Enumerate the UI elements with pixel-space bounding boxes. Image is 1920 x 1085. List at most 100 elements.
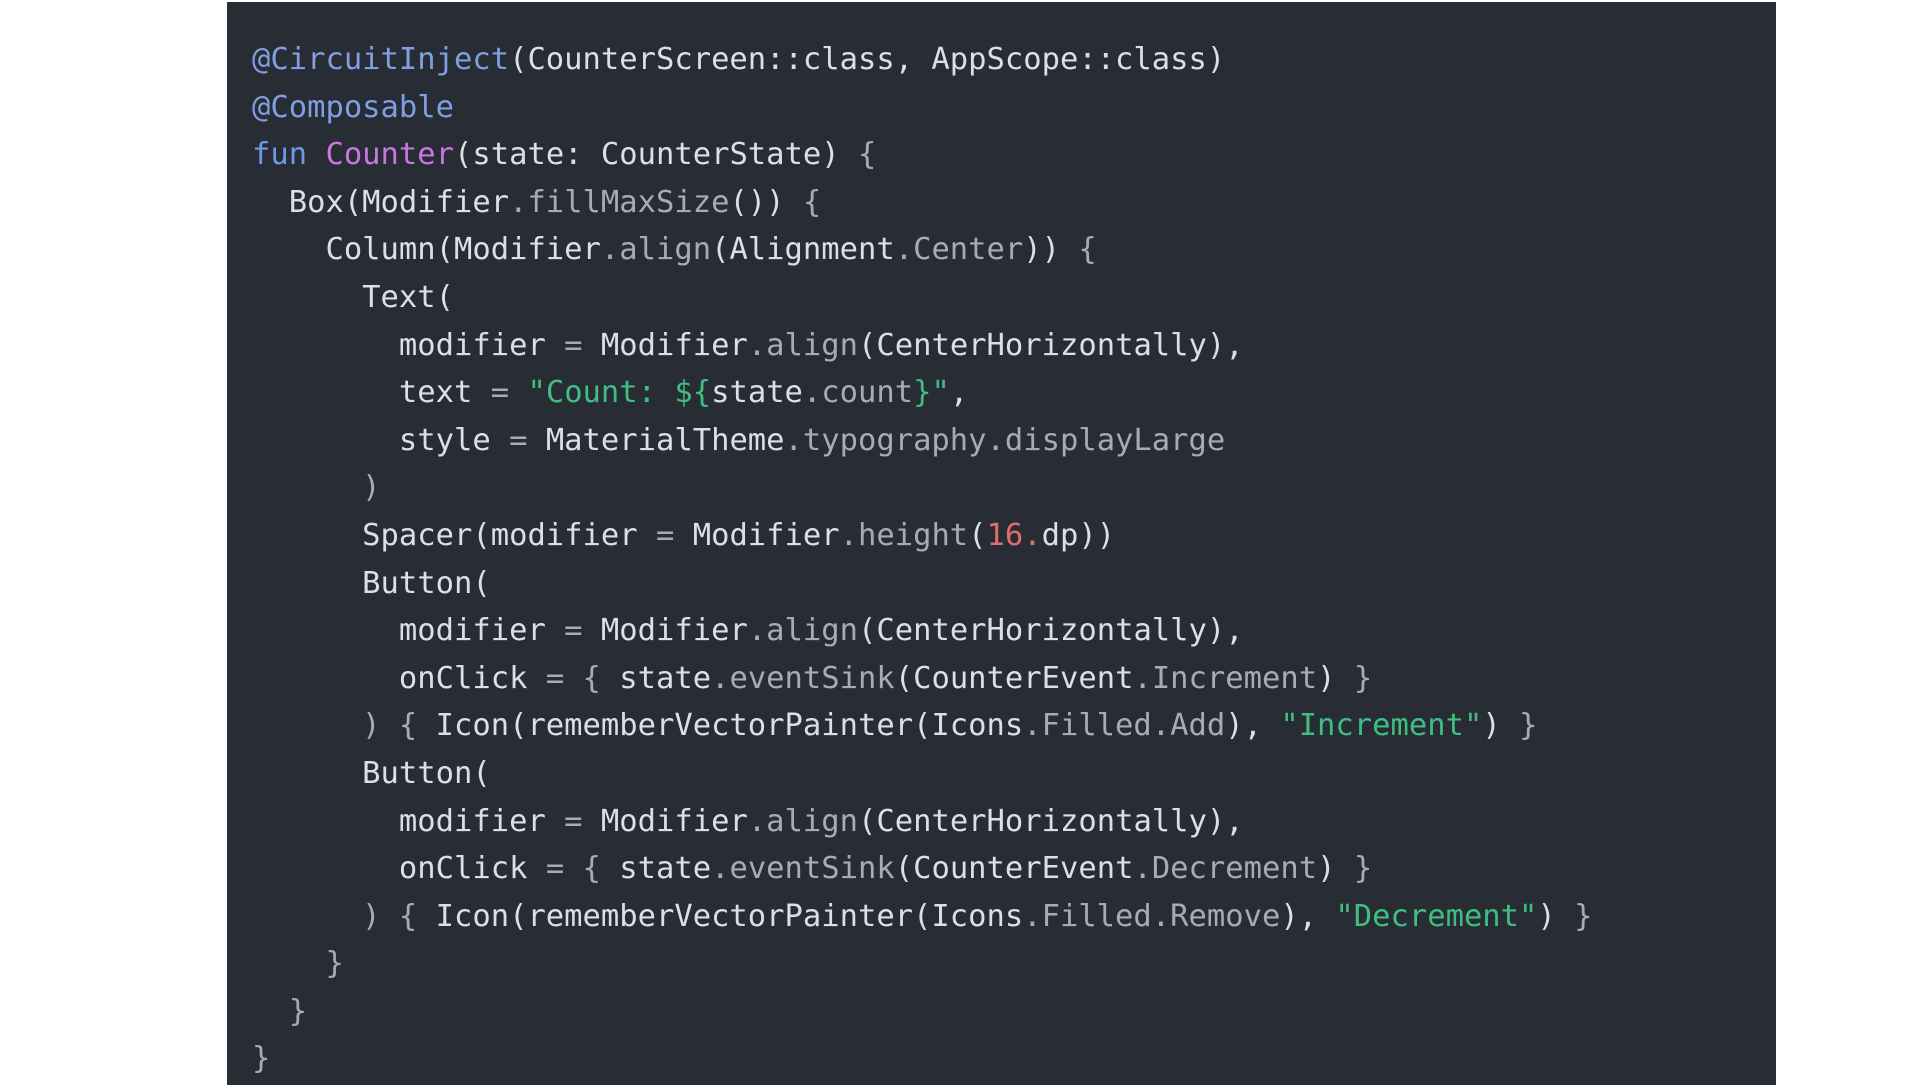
code-token: ) <box>1482 708 1520 744</box>
code-line: @CircuitInject(CounterScreen::class, App… <box>252 36 1776 84</box>
code-line: ) <box>252 464 1776 512</box>
code-token: ) <box>1317 851 1354 887</box>
code-token: } <box>1353 660 1373 696</box>
code-token: .Increment <box>1133 660 1318 696</box>
code-token: Spacer(modifier <box>252 517 656 553</box>
code-token: .count <box>802 375 914 411</box>
code-token: } <box>1353 851 1373 887</box>
code-token: (CounterEvent <box>894 851 1134 887</box>
code-token: onClick <box>252 660 546 696</box>
code-token: "Count: ${ <box>527 375 712 411</box>
code-token: .Filled.Add <box>1023 708 1226 744</box>
code-token: Icon(rememberVectorPainter(Icons <box>417 898 1024 934</box>
code-line: Button( <box>252 750 1776 798</box>
code-token: .Center <box>894 232 1024 268</box>
code-token: (CenterHorizontally), <box>858 613 1244 649</box>
code-token: ) <box>1317 660 1354 696</box>
code-snippet-panel: @CircuitInject(CounterScreen::class, App… <box>227 2 1776 1085</box>
code-token: "Decrement" <box>1335 898 1538 934</box>
code-token: .eventSink <box>711 851 895 887</box>
code-token <box>509 375 527 410</box>
code-token: ), <box>1225 708 1281 744</box>
code-token: ) { <box>252 708 418 744</box>
code-line: } <box>252 940 1776 988</box>
code-token: 16. <box>986 517 1042 553</box>
code-token: ), <box>1280 898 1336 934</box>
code-token: = <box>564 613 583 649</box>
code-token: = { <box>545 660 601 696</box>
code-token: state <box>600 851 712 887</box>
code-line: modifier = Modifier.align(CenterHorizont… <box>252 322 1776 370</box>
code-token: onClick <box>252 851 546 887</box>
code-token: .fillMaxSize <box>509 184 730 220</box>
code-token: Box(Modifier <box>252 184 510 220</box>
code-line: Text( <box>252 274 1776 322</box>
code-line: fun Counter(state: CounterState) { <box>252 131 1776 179</box>
code-token: style <box>252 422 510 458</box>
code-token: state <box>600 660 712 696</box>
code-token: .height <box>839 517 969 553</box>
code-token: modifier <box>252 327 565 363</box>
code-token: } <box>1519 708 1538 744</box>
code-line: Button( <box>252 560 1776 608</box>
code-token: { <box>857 137 877 173</box>
code-token: @CircuitInject <box>252 42 510 77</box>
code-line: onClick = { state.eventSink(CounterEvent… <box>252 655 1776 703</box>
code-token: } <box>252 1041 271 1077</box>
code-token: ()) <box>729 184 803 220</box>
code-line: } <box>252 1035 1776 1083</box>
code-token: .align <box>600 232 712 268</box>
code-token: .align <box>747 613 858 649</box>
code-line: } <box>252 988 1776 1036</box>
code-token: .typography.displayLarge <box>784 422 1226 458</box>
code-line: Column(Modifier.align(Alignment.Center))… <box>252 226 1776 274</box>
code-token: Button( <box>252 755 491 791</box>
code-token: , <box>949 375 969 411</box>
code-token: } <box>252 946 344 982</box>
code-token: modifier <box>252 803 565 839</box>
code-token: = <box>509 422 528 458</box>
code-token: .eventSink <box>711 660 895 696</box>
code-token: (CounterEvent <box>894 660 1134 696</box>
code-token: MaterialTheme <box>527 422 785 458</box>
code-token: .Decrement <box>1133 851 1318 887</box>
code-line: @Composable <box>252 84 1776 132</box>
code-token: ) { <box>252 898 418 934</box>
code-token: ( <box>968 517 987 553</box>
code-line: Box(Modifier.fillMaxSize()) { <box>252 179 1776 227</box>
code-line: onClick = { state.eventSink(CounterEvent… <box>252 845 1776 893</box>
code-token: } <box>252 993 308 1029</box>
code-token: Button( <box>252 565 491 601</box>
code-token: Text( <box>252 279 454 315</box>
code-token: = <box>564 327 583 363</box>
code-line: ) { Icon(rememberVectorPainter(Icons.Fil… <box>252 893 1776 941</box>
code-token: = { <box>545 851 601 887</box>
code-line: modifier = Modifier.align(CenterHorizont… <box>252 798 1776 846</box>
code-token: (CenterHorizontally), <box>858 327 1244 363</box>
code-token: }" <box>913 375 950 411</box>
code-token: @Composable <box>252 89 454 125</box>
code-token: fun <box>252 137 326 173</box>
code-token: Counter <box>325 137 454 173</box>
code-token: Modifier <box>674 517 840 553</box>
code-token: ) <box>1537 898 1575 934</box>
code-line: text = "Count: ${state.count}", <box>252 369 1776 417</box>
code-token: { <box>802 184 822 220</box>
code-token: state <box>711 375 803 411</box>
code-token: (state: CounterState) <box>454 137 858 173</box>
code-token: modifier <box>252 613 565 649</box>
code-token: "Increment" <box>1280 708 1483 744</box>
code-line: style = MaterialTheme.typography.display… <box>252 417 1776 465</box>
code-token: dp)) <box>1041 517 1116 553</box>
code-line: modifier = Modifier.align(CenterHorizont… <box>252 607 1776 655</box>
code-line: ) { Icon(rememberVectorPainter(Icons.Fil… <box>252 702 1776 750</box>
code-token: (CounterScreen::class, AppScope::class) <box>509 42 1226 77</box>
code-token: { <box>1078 232 1097 268</box>
code-token: Modifier <box>582 327 748 363</box>
code-token: (CenterHorizontally), <box>858 803 1244 839</box>
code-token: Modifier <box>582 613 748 649</box>
code-token: = <box>655 517 675 553</box>
code-token: )) <box>1023 232 1079 268</box>
code-token: Modifier <box>582 803 748 839</box>
code-token: = <box>490 375 510 411</box>
